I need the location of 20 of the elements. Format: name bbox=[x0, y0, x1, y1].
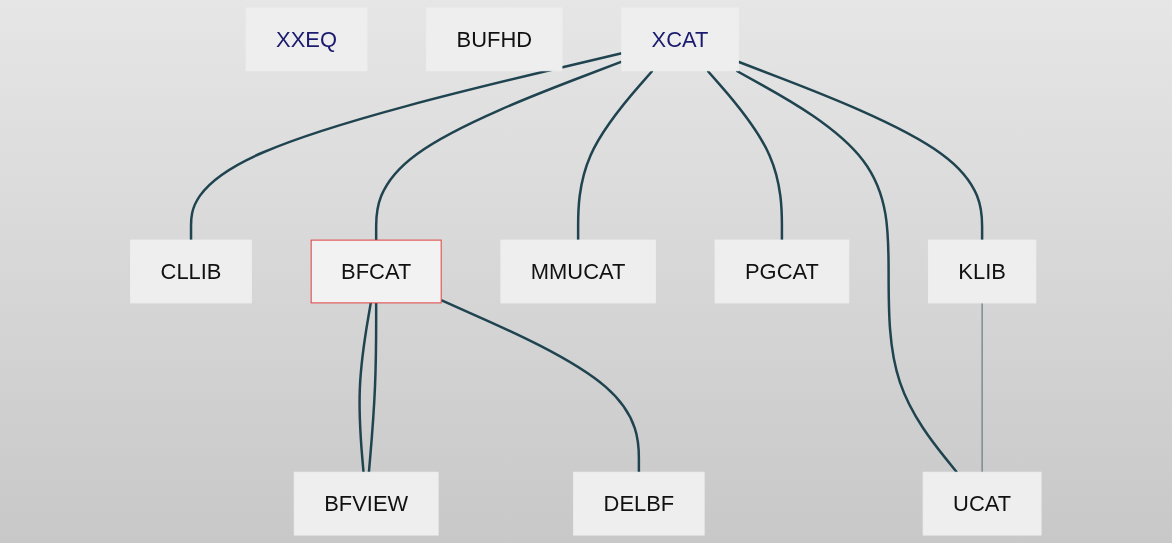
connector bbox=[735, 69, 958, 474]
node-box: BFVIEW bbox=[293, 471, 439, 536]
node-box: MMUCAT bbox=[500, 239, 656, 304]
node-box: XCAT bbox=[621, 7, 739, 72]
connector bbox=[738, 60, 984, 241]
node-box: UCAT bbox=[922, 471, 1042, 536]
connector bbox=[440, 299, 641, 473]
connector bbox=[367, 302, 378, 473]
node-box: KLIB bbox=[928, 239, 1037, 304]
connector bbox=[375, 60, 623, 241]
connector bbox=[189, 52, 623, 241]
connector bbox=[577, 69, 654, 241]
connector bbox=[358, 302, 373, 473]
node-box: PGCAT bbox=[714, 239, 850, 304]
node-box: BFCAT bbox=[310, 239, 442, 304]
connector bbox=[706, 69, 784, 241]
node-box: DELBF bbox=[573, 471, 705, 536]
connector bbox=[981, 302, 983, 473]
node-box: CLLIB bbox=[130, 239, 253, 304]
node-box: BUFHD bbox=[426, 7, 563, 72]
